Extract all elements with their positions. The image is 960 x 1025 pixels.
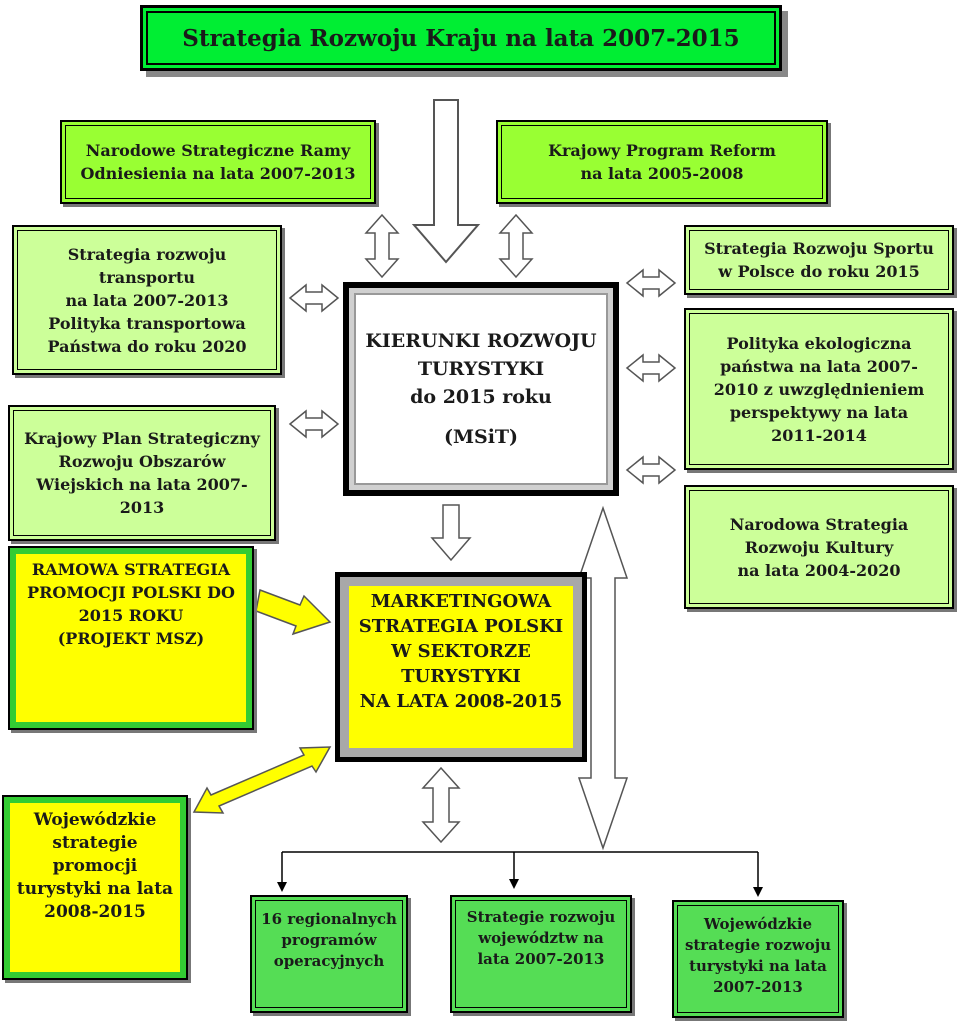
box-kierunki: KIERUNKI ROZWOJU TURYSTYKI do 2015 roku … (343, 282, 619, 496)
box-kierunki-msit: (MSiT) (443, 426, 519, 448)
box-kpr-text: Krajowy Program Reform na lata 2005-2008 (548, 141, 776, 183)
box-wojewodzkie-promocji-text: Wojewódzkie strategie promocji turystyki… (16, 810, 174, 922)
arrow-double-transport-kierunki (288, 283, 340, 313)
box-transport: Strategia rozwoju transportu na lata 200… (12, 225, 282, 375)
arrow-double-kpr-kierunki (498, 213, 534, 279)
box-kierunki-text: KIERUNKI ROZWOJU TURYSTYKI do 2015 roku (365, 330, 597, 408)
box-nsro-text: Narodowe Strategiczne Ramy Odniesienia n… (80, 141, 356, 183)
box-marketingowa: MARKETINGOWA STRATEGIA POLSKI W SEKTORZE… (335, 572, 587, 762)
box-regionalne: 16 regionalnych programów operacyjnych (250, 895, 408, 1013)
box-transport-text: Strategia rozwoju transportu na lata 200… (47, 244, 247, 356)
arrow-double-nsro-kierunki (364, 213, 400, 279)
box-wojewodzkie-promocji: Wojewódzkie strategie promocji turystyki… (2, 795, 188, 980)
box-ramowa: RAMOWA STRATEGIA PROMOCJI POLSKI DO 2015… (8, 546, 254, 730)
box-ekologia: Polityka ekologiczna państwa na lata 200… (684, 308, 954, 470)
arrow-double-marketing-bottom (421, 766, 461, 844)
arrow-double-tall (577, 505, 629, 851)
box-wojewodzkie-rozwoju-text: Wojewódzkie strategie rozwoju turystyki … (684, 915, 832, 996)
box-kultura: Narodowa Strategia Rozwoju Kultury na la… (684, 485, 954, 609)
box-ekologia-text: Polityka ekologiczna państwa na lata 200… (713, 333, 925, 445)
box-kpr: Krajowy Program Reform na lata 2005-2008 (496, 120, 828, 204)
arrow-ramowa-marketing (255, 588, 332, 636)
arrow-down-title-kierunki (411, 99, 481, 264)
arrow-double-kierunki-sport (625, 268, 677, 298)
box-kps: Krajowy Plan Strategiczny Rozwoju Obszar… (8, 405, 276, 541)
arrow-double-marketing-wojewodzkie (192, 746, 332, 814)
box-regionalne-text: 16 regionalnych programów operacyjnych (261, 910, 397, 970)
arrow-down-kierunki-marketing (430, 504, 472, 562)
box-kultura-text: Narodowa Strategia Rozwoju Kultury na la… (729, 514, 909, 580)
box-nsro: Narodowe Strategiczne Ramy Odniesienia n… (60, 120, 376, 204)
box-ramowa-text: RAMOWA STRATEGIA PROMOCJI POLSKI DO 2015… (27, 560, 235, 648)
box-strategie-wojewodztw-text: Strategie rozwoju województw na lata 200… (466, 908, 616, 968)
title-box: Strategia Rozwoju Kraju na lata 2007-201… (140, 5, 782, 71)
box-sport: Strategia Rozwoju Sportu w Polsce do rok… (684, 225, 954, 295)
page-title: Strategia Rozwoju Kraju na lata 2007-201… (182, 24, 740, 52)
box-wojewodzkie-rozwoju: Wojewódzkie strategie rozwoju turystyki … (672, 900, 844, 1018)
box-marketingowa-text: MARKETINGOWA STRATEGIA POLSKI W SEKTORZE… (358, 591, 564, 712)
box-kps-text: Krajowy Plan Strategiczny Rozwoju Obszar… (24, 429, 260, 517)
arrow-double-kierunki-ekologia (625, 353, 677, 383)
arrow-double-kps-kierunki (288, 409, 340, 439)
box-sport-text: Strategia Rozwoju Sportu w Polsce do rok… (704, 239, 934, 281)
arrow-double-kierunki-kultura (625, 455, 677, 485)
box-strategie-wojewodztw: Strategie rozwoju województw na lata 200… (450, 895, 632, 1013)
